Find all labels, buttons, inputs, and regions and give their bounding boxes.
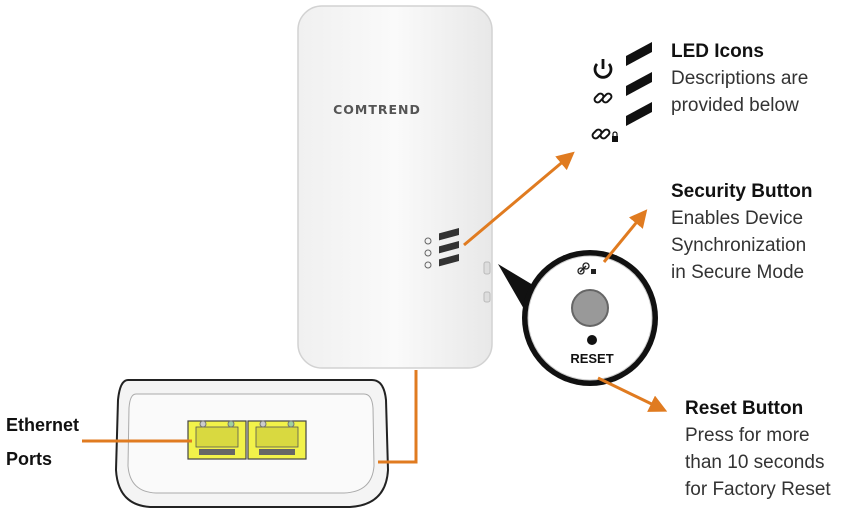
security-callout: Security Button Enables Device Synchroni… (671, 178, 812, 286)
security-button[interactable] (571, 289, 609, 327)
reset-callout-line: Press for more (685, 425, 810, 446)
ethernet-callout-line: Ethernet (6, 415, 80, 435)
ethernet-bottom-view (114, 379, 390, 508)
led-callout: LED Icons Descriptions are provided belo… (671, 38, 808, 119)
led-arrow (463, 151, 575, 247)
led-bar-1 (626, 42, 652, 66)
led-callout-title: LED Icons (671, 41, 764, 62)
reset-callout-line: for Factory Reset (685, 479, 831, 500)
power-icon (593, 59, 613, 79)
led-bar-2 (626, 72, 652, 96)
led-bar-3 (626, 102, 652, 126)
device-led-panel (424, 228, 459, 269)
ethernet-callout: Ethernet Ports (6, 408, 79, 476)
security-callout-line: in Secure Mode (671, 262, 805, 283)
ethernet-port-1 (187, 420, 247, 460)
powerline-device: COMTREND (297, 5, 493, 369)
reset-pinhole[interactable] (587, 335, 597, 345)
ethernet-callout-line: Ports (6, 449, 53, 469)
reset-callout-line: than 10 seconds (685, 452, 825, 473)
security-callout-title: Security Button (671, 181, 813, 202)
zoom-callout: RESET (498, 250, 658, 386)
bottom-view-connector (378, 370, 418, 464)
link-icon (593, 92, 613, 104)
reset-callout: Reset Button Press for more than 10 seco… (685, 395, 831, 503)
reset-callout-title: Reset Button (685, 398, 804, 419)
reset-arrow (597, 376, 668, 412)
security-callout-line: Enables Device (671, 208, 804, 229)
security-callout-line: Synchronization (671, 235, 807, 256)
led-callout-line: provided below (671, 95, 799, 116)
secure-link-icon-small (577, 262, 596, 275)
led-callout-line: Descriptions are (671, 68, 809, 89)
ethernet-port-2 (247, 420, 307, 460)
brand-logo: COMTREND (333, 102, 421, 117)
led-legend (591, 42, 652, 142)
secure-link-icon (591, 128, 618, 142)
reset-text: RESET (570, 351, 613, 366)
security-arrow (602, 209, 648, 263)
